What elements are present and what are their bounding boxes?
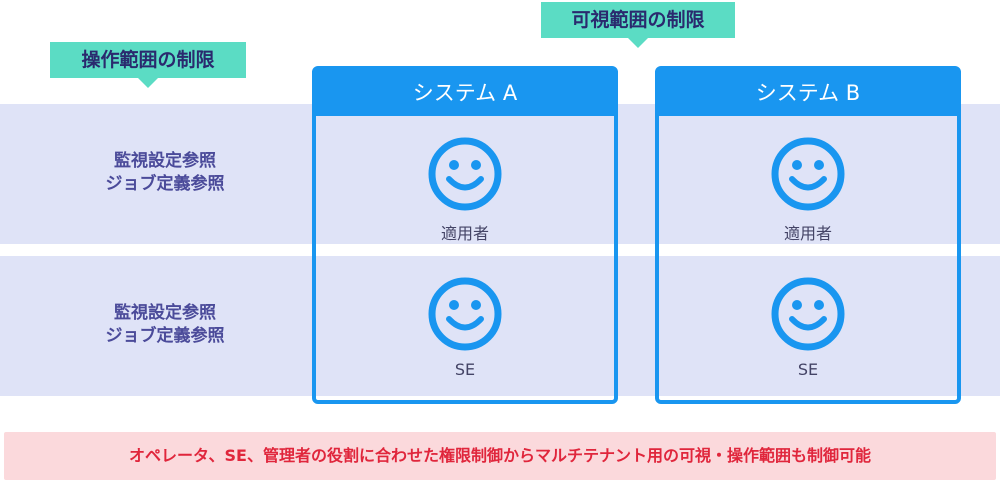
system-b-box: システム B 適用者 SE	[655, 66, 961, 404]
row-permissions-1: 監視設定参照 ジョブ定義参照	[40, 150, 290, 196]
permission-line: 監視設定参照	[114, 303, 216, 323]
person-label: SE	[454, 360, 476, 379]
system-a-user: 適用者	[316, 136, 614, 244]
permission-band-2	[0, 256, 1000, 396]
smiley-face-icon	[428, 277, 502, 351]
system-a-title: システム A	[316, 70, 614, 116]
permission-line: ジョブ定義参照	[105, 326, 225, 346]
person-label: 適用者	[783, 224, 832, 243]
visibility-scope-tag: 可視範囲の制限	[541, 2, 735, 48]
row-permissions-2: 監視設定参照 ジョブ定義参照	[40, 302, 290, 348]
system-a-se: SE	[316, 276, 614, 379]
system-a-box: システム A 適用者 SE	[312, 66, 618, 404]
smiley-face-icon	[428, 137, 502, 211]
summary-banner: オペレータ、SE、管理者の役割に合わせた権限制御からマルチテナント用の可視・操作…	[4, 432, 996, 480]
operation-scope-tag: 操作範囲の制限	[50, 42, 246, 88]
person-label: 適用者	[440, 224, 489, 243]
permission-line: 監視設定参照	[114, 151, 216, 171]
permission-line: ジョブ定義参照	[105, 174, 225, 194]
system-b-se: SE	[659, 276, 957, 379]
smiley-face-icon	[771, 137, 845, 211]
person-label: SE	[797, 360, 819, 379]
system-b-title: システム B	[659, 70, 957, 116]
system-b-user: 適用者	[659, 136, 957, 244]
smiley-face-icon	[771, 277, 845, 351]
